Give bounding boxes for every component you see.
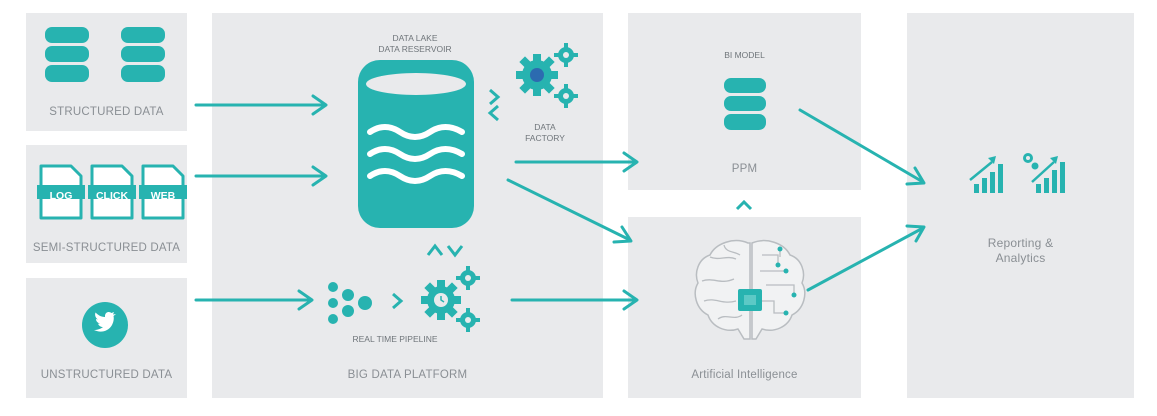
- database-icon: [724, 78, 766, 130]
- data-reservoir-title: DATA RESERVOIR: [378, 44, 452, 54]
- data-lake-title: DATA LAKE: [392, 33, 438, 43]
- growth-chart-icon: [969, 156, 1003, 193]
- brain-circuit-icon: [694, 239, 806, 340]
- real-time-pipeline-label: REAL TIME PIPELINE: [352, 334, 438, 344]
- semi-structured-data-label: SEMI-STRUCTURED DATA: [32, 242, 181, 254]
- log-file-icon: [37, 164, 85, 220]
- unstructured-data-label: UNSTRUCTURED DATA: [40, 369, 173, 381]
- click-file-icon: [88, 164, 136, 220]
- data-points-icon: [328, 282, 372, 324]
- chevron-left-icon: [487, 104, 499, 122]
- artificial-intelligence-label: Artificial Intelligence: [691, 369, 798, 381]
- database-icon: [121, 27, 165, 82]
- log-tag: LOG: [49, 190, 73, 202]
- chevron-right-icon: [392, 292, 404, 310]
- big-data-platform-label: BIG DATA PLATFORM: [347, 369, 468, 381]
- analytics-gears-chart-icon: [1023, 153, 1065, 193]
- data-factory-label-1: DATA: [534, 122, 556, 132]
- sync-chevrons-icon: [426, 243, 464, 258]
- data-factory-gears-icon: [516, 43, 578, 108]
- reporting-label-line-2: Analytics: [995, 251, 1046, 265]
- database-icon: [45, 27, 89, 82]
- twitter-icon: [82, 302, 128, 348]
- pipeline-gears-icon: [421, 266, 480, 332]
- structured-data-label: STRUCTURED DATA: [49, 106, 164, 118]
- web-tag: WEB: [150, 190, 176, 202]
- chevron-up-icon: [735, 199, 753, 211]
- chevron-right-icon: [489, 88, 501, 106]
- click-tag: CLICK: [95, 190, 129, 202]
- data-lake-icon: [358, 60, 474, 228]
- web-file-icon: [139, 164, 187, 220]
- reporting-panel: [907, 13, 1134, 398]
- ppm-label: PPM: [731, 163, 758, 175]
- data-factory-label-2: FACTORY: [525, 133, 565, 143]
- bi-model-title: BI MODEL: [724, 50, 765, 60]
- reporting-label-line-1: Reporting &: [987, 236, 1054, 250]
